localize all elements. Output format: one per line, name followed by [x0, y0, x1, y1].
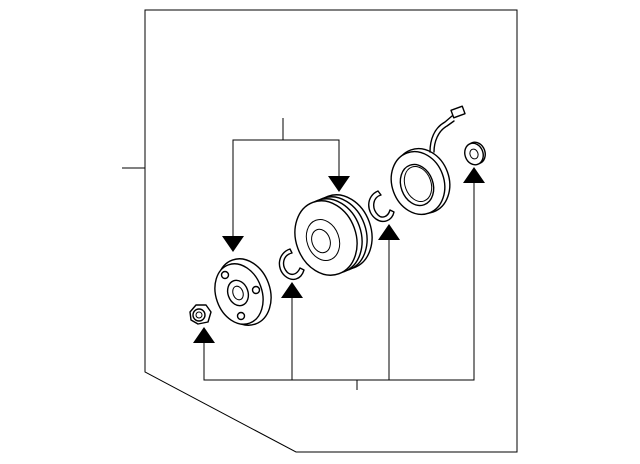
kit-bracket-bottom — [193, 167, 485, 390]
coil-wire — [429, 115, 453, 153]
nut-icon — [189, 304, 212, 325]
washer-icon — [464, 141, 486, 166]
arrow-to-pulley — [328, 176, 350, 192]
kit-bracket-top — [222, 118, 350, 252]
snap-ring-icon-rear — [368, 190, 395, 223]
arrow-to-snap-ring-rear — [378, 224, 400, 240]
arrow-to-snap-ring-front — [281, 282, 303, 298]
diagram-border — [144, 9, 518, 453]
coil-icon — [390, 105, 466, 216]
arrow-to-nut — [193, 327, 215, 343]
arrow-to-shim — [463, 167, 485, 183]
snap-ring-icon-front — [278, 248, 305, 281]
coil-connector — [450, 105, 466, 119]
hub-plate-icon — [214, 258, 272, 326]
pulley-icon — [294, 194, 373, 276]
arrow-to-hub — [222, 236, 244, 252]
